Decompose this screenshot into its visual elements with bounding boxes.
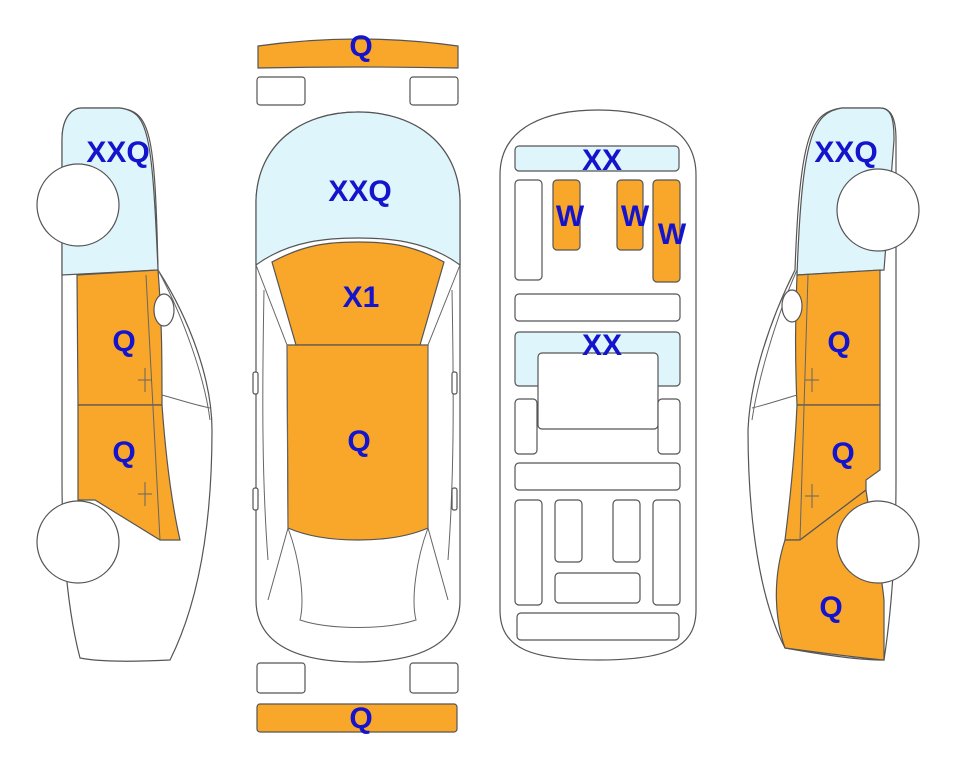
top-hood-panel[interactable] [271, 241, 445, 346]
top-hood-label: X1 [343, 281, 380, 314]
damage-labels: Q Q XXQ X1 Q XXQ Q Q XXQ Q Q Q XX XX W W… [86, 30, 877, 735]
interior-seat-middle-label: W [621, 200, 650, 233]
right-rear-door-label: Q [831, 437, 854, 470]
interior-rear-cushion [554, 572, 641, 604]
right-front-handle [805, 368, 819, 392]
interior-seat-right-label: W [658, 218, 687, 251]
right-mirror [781, 289, 803, 323]
interior-front-glass-label: XX [582, 144, 622, 177]
left-window-line [157, 269, 211, 421]
mirror-right [451, 371, 458, 395]
rear-bumper-label: Q [349, 702, 372, 735]
left-front-handle [138, 368, 152, 392]
left-rear-handle [138, 482, 152, 506]
right-window-lower [751, 394, 798, 409]
top-windshield-panel[interactable] [255, 111, 461, 267]
mirror-left [252, 371, 259, 395]
interior-rear-side-left [514, 398, 538, 455]
top-windshield-label: XXQ [328, 175, 391, 208]
interior-seat-left-panel[interactable] [552, 179, 581, 251]
front-bumper-panel[interactable] [257, 38, 459, 69]
top-view-side-line-right [447, 289, 454, 561]
front-bumper-label: Q [349, 30, 372, 63]
interior-seat-right-panel[interactable] [652, 179, 681, 283]
interior-seat-middle-panel[interactable] [616, 179, 644, 251]
interior-rear-seat-2 [554, 499, 583, 563]
left-mirror [153, 293, 175, 327]
interior-trunk [516, 612, 680, 641]
interior-rear-side-right [657, 398, 681, 455]
right-front-door-label: Q [827, 326, 850, 359]
left-door-gap [145, 274, 161, 541]
left-rear-door-label: Q [112, 436, 135, 469]
top-roof-label: Q [347, 425, 370, 458]
headlight-left [256, 76, 306, 106]
interior-sunroof [537, 352, 659, 430]
headlight-right [409, 76, 459, 106]
rear-bumper-panel[interactable] [256, 703, 458, 733]
interior-front-glass-panel[interactable] [514, 145, 680, 172]
right-side-view [747, 107, 920, 661]
left-front-wheel [36, 163, 120, 247]
right-front-wheel [836, 168, 920, 252]
handle-left [252, 487, 259, 511]
top-view-car [252, 111, 461, 663]
interior-rear-seat-3 [612, 499, 641, 563]
interior-rear-bench [514, 462, 681, 491]
top-view-rear-window [287, 527, 429, 628]
interior-front-bench [514, 293, 681, 322]
handle-right [451, 487, 458, 511]
left-rear-wheel [36, 500, 120, 584]
right-rear-wheel [836, 500, 920, 584]
right-front-glass-label: XXQ [814, 136, 877, 169]
right-rear-door-panel[interactable] [784, 404, 881, 541]
top-roof-panel[interactable] [286, 344, 429, 541]
interior-rear-glass-label: XX [582, 329, 622, 362]
left-side-view [36, 107, 213, 662]
left-front-glass-label: XXQ [86, 136, 149, 169]
right-rear-quarter-label: Q [819, 591, 842, 624]
taillight-right [409, 662, 459, 694]
interior-rear-seat-4 [652, 499, 681, 606]
front-bumper-group [256, 38, 459, 106]
taillight-left [256, 662, 306, 694]
rear-bumper-group [256, 662, 459, 733]
top-view-side-line-left [262, 289, 269, 561]
left-window-lower [161, 394, 211, 409]
interior-rear-seat-1 [514, 499, 543, 606]
right-window-line [751, 269, 798, 421]
interior-left-side-strip [514, 179, 543, 281]
right-rear-handle [805, 484, 819, 508]
interior-seat-left-label: W [556, 200, 585, 233]
left-front-door-label: Q [112, 325, 135, 358]
top-view-a-pillar-right [427, 264, 461, 601]
right-door-gap [799, 274, 809, 541]
top-view-a-pillar-left [255, 264, 289, 601]
interior-view [499, 109, 697, 661]
